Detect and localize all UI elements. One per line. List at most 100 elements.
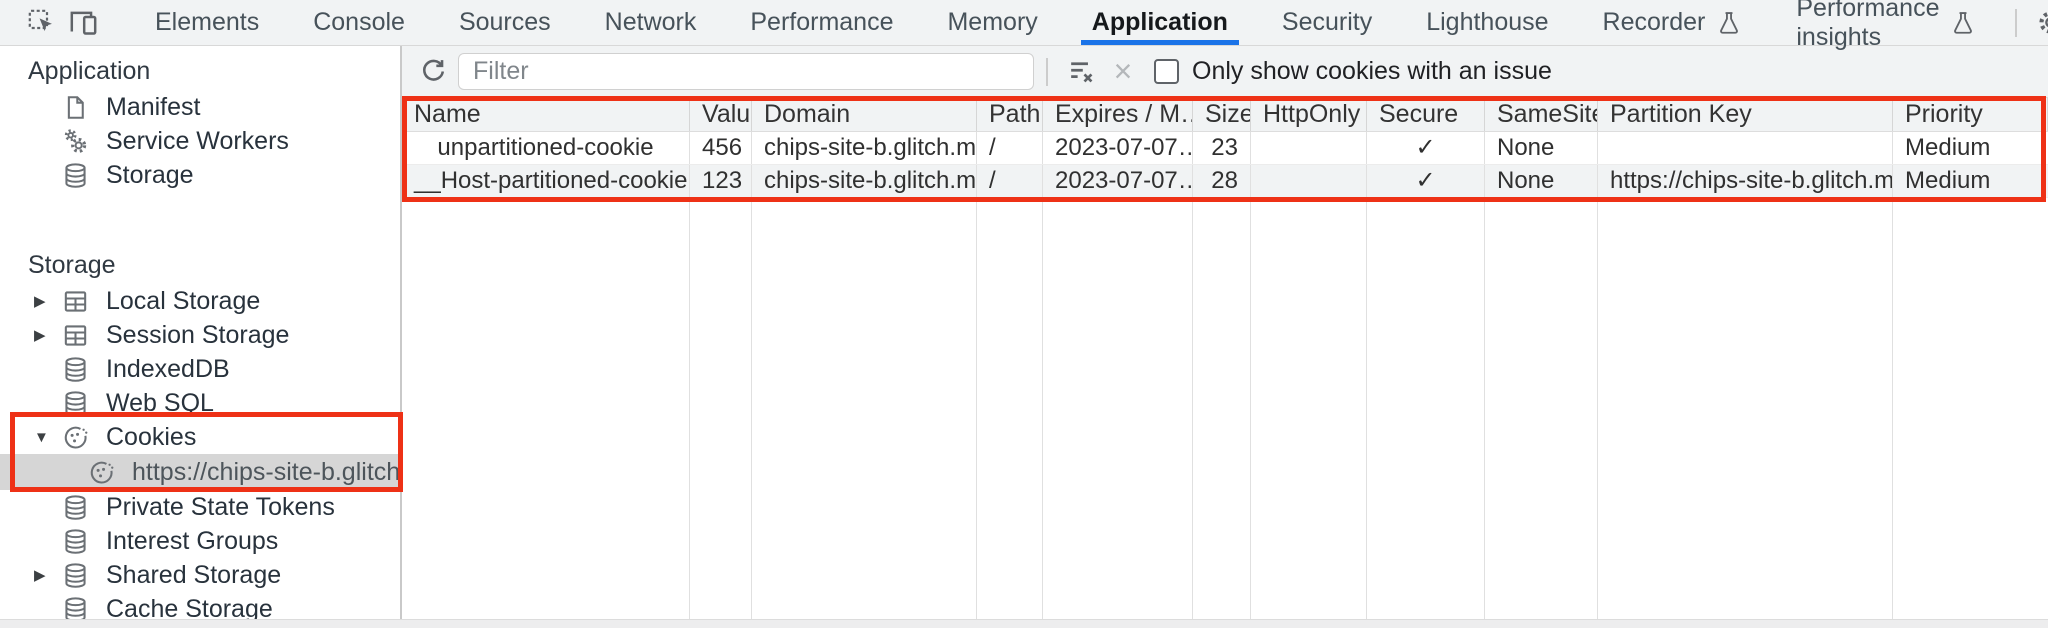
sidebar-item-web-sql[interactable]: Web SQL [0,386,400,420]
clear-filter-icon[interactable] [1060,52,1102,92]
cell-domain: chips-site-b.glitch.me [752,165,977,197]
sidebar-item-private-state-tokens[interactable]: Private State Tokens [0,490,400,524]
sidebar-item-label: Web SQL [106,388,214,417]
tab-label: Lighthouse [1426,8,1549,36]
expander-collapsed-icon[interactable]: ▶ [34,293,46,310]
cell-httponly [1251,132,1367,164]
sidebar-item-label: Shared Storage [106,560,282,589]
sidebar-item-label: Local Storage [106,286,261,315]
device-toolbar-icon[interactable] [62,3,104,43]
column-header-path[interactable]: Path [977,98,1043,131]
service-workers-icon [60,126,90,156]
sidebar-item-interest-groups[interactable]: Interest Groups [0,524,400,558]
experiment-flask-icon [1716,10,1742,36]
tab-console[interactable]: Console [286,0,432,45]
sidebar-item-label: IndexedDB [106,354,230,383]
column-header-domain[interactable]: Domain [752,98,977,131]
filter-input[interactable] [458,53,1034,90]
tab-application[interactable]: Application [1065,0,1255,45]
database-icon [60,492,90,522]
cell-priority: Medium [1905,167,1991,194]
column-header-priority[interactable]: Priority [1893,98,2048,131]
tab-sources[interactable]: Sources [432,0,578,45]
sidebar-item-indexeddb[interactable]: IndexedDB [0,352,400,386]
cookie-table: NameValueDomainPathExpires / M…SizeHttpO… [402,98,2048,628]
sidebar-item-https-chips-site-b-glitch-me[interactable]: https://chips-site-b.glitch.me [0,454,400,490]
cell-secure [1367,198,1485,628]
cell-domain [752,198,977,628]
issue-filter-checkbox[interactable] [1154,59,1179,84]
database-icon [60,160,90,190]
sidebar-item-cookies[interactable]: ▼Cookies [0,420,400,454]
cell-name [402,198,690,628]
sidebar-item-local-storage[interactable]: ▶ Local Storage [0,284,400,318]
column-header-httponly[interactable]: HttpOnly [1251,98,1367,131]
tab-recorder[interactable]: Recorder [1576,0,1770,45]
database-icon [60,354,90,384]
sidebar-item-label: Session Storage [106,320,290,349]
expander-collapsed-icon[interactable]: ▶ [34,327,46,344]
cell-value [690,198,752,628]
database-icon [60,560,90,590]
expander-expanded-icon[interactable]: ▼ [34,428,49,446]
sidebar-item-label: Manifest [106,92,201,121]
column-header-partition-key[interactable]: Partition Key [1598,98,1893,131]
sidebar-item-storage[interactable]: Storage [0,158,400,192]
tab-lighthouse[interactable]: Lighthouse [1399,0,1575,45]
tab-label: Recorder [1602,8,1706,36]
sidebar-item-cache-storage[interactable]: Cache Storage [0,592,400,626]
toolbar-divider [2015,8,2018,37]
tab-network[interactable]: Network [578,0,724,45]
sidebar-item-session-storage[interactable]: ▶ Session Storage [0,318,400,352]
column-header-secure[interactable]: Secure [1367,98,1485,131]
tab-elements[interactable]: Elements [128,0,286,45]
cell-expires-m: 2023-07-07… [1043,165,1193,197]
cell-priority: Medium [1905,134,1991,161]
expander-collapsed-icon[interactable]: ▶ [34,567,46,584]
cookies-panel: × Only show cookies with an issue NameVa… [402,46,2048,628]
tab-label: Application [1091,8,1228,36]
cell-path: / [977,165,1043,197]
cell-partition-key: https://chips-site-b.glitch.me [1598,165,1893,197]
cell-httponly [1251,198,1367,628]
sidebar-item-service-workers[interactable]: Service Workers [0,124,400,158]
settings-gear-icon[interactable] [2029,3,2048,43]
cookies-toolbar: × Only show cookies with an issue [402,46,2048,98]
cell-samesite: None [1485,165,1598,197]
cookie-icon [60,422,90,452]
sidebar-item-label: Service Workers [106,126,289,155]
column-header-value[interactable]: Value [690,98,752,131]
cell-partition-key [1598,132,1893,164]
delete-selected-icon[interactable]: × [1102,52,1144,92]
sidebar-item-label: https://chips-site-b.glitch.me [132,457,401,486]
document-icon [60,92,90,122]
column-header-size[interactable]: Size [1193,98,1251,131]
window-bottom-edge [0,619,2048,628]
sidebar-section-storage: Storage [28,250,116,279]
toolbar-left-icons [0,0,104,45]
tab-performance-insights[interactable]: Performance insights [1769,0,2003,51]
toolbar-divider [1046,57,1048,86]
table-header-row: NameValueDomainPathExpires / M…SizeHttpO… [402,98,2048,132]
sidebar-item-shared-storage[interactable]: ▶ Shared Storage [0,558,400,592]
cell-path: / [977,132,1043,164]
toolbar-right-icons [2003,0,2048,45]
inspect-element-icon[interactable] [20,3,62,43]
cell-domain: chips-site-b.glitch.me [752,132,977,164]
column-header-expires-m[interactable]: Expires / M… [1043,98,1193,131]
tab-performance[interactable]: Performance [723,0,920,45]
sidebar-item-manifest[interactable]: Manifest [0,90,400,124]
tab-memory[interactable]: Memory [920,0,1064,45]
tab-label: Security [1281,8,1373,36]
column-header-samesite[interactable]: SameSite [1485,98,1598,131]
cell-size [1193,198,1251,628]
tab-security[interactable]: Security [1255,0,1399,45]
column-header-name[interactable]: Name [402,98,690,131]
refresh-icon[interactable] [412,52,454,92]
cell-expires-m [1043,198,1193,628]
table-empty-area [402,198,2048,628]
